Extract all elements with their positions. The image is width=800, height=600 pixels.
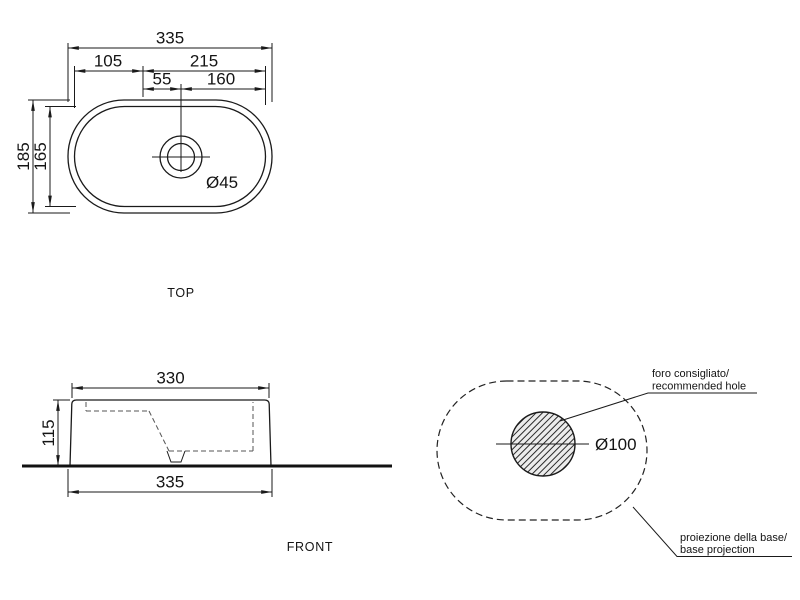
base-note-line2: base projection xyxy=(680,544,755,556)
dim-drain-right-label: 160 xyxy=(207,70,235,89)
hole-note-leader xyxy=(559,392,757,422)
dim-left-offset-label: 105 xyxy=(94,52,122,71)
front-view: 330 115 335 FRONT xyxy=(22,369,392,554)
dim-base-width-label: 335 xyxy=(156,473,184,492)
dim-top-width-label: 330 xyxy=(156,369,184,388)
top-view: 335 105 215 55 160 185 165 Ø45 TOP xyxy=(14,29,273,300)
front-view-extension-lines xyxy=(53,383,273,497)
drain-outlet-profile xyxy=(166,450,186,463)
base-note-line1: proiezione della base/ xyxy=(680,532,788,544)
front-view-label: FRONT xyxy=(287,540,334,554)
dim-overall-depth-label: 185 xyxy=(14,142,33,170)
base-projection-outline xyxy=(436,380,648,521)
base-note-leader xyxy=(632,506,792,557)
basin-interior-hidden-lines xyxy=(85,402,254,452)
basin-inner-outline xyxy=(73,105,267,208)
base-projection-view: Ø100 foro consigliato/ recommended hole … xyxy=(436,368,792,557)
dim-overall-width-label: 335 xyxy=(156,29,184,48)
dim-inner-depth-label: 165 xyxy=(31,142,50,170)
drain-centerlines xyxy=(152,84,210,172)
dim-drain-left-label: 55 xyxy=(153,70,172,89)
drain-diameter-label: Ø45 xyxy=(206,173,238,192)
basin-outer-outline xyxy=(67,99,273,214)
basin-front-profile xyxy=(69,399,272,467)
dim-right-span-label: 215 xyxy=(190,52,218,71)
top-view-label: TOP xyxy=(167,286,195,300)
hole-diameter-label: Ø100 xyxy=(595,435,637,454)
hole-note-line1: foro consigliato/ xyxy=(652,368,730,380)
dim-height-label: 115 xyxy=(39,419,58,446)
hole-note-line2: recommended hole xyxy=(652,381,746,393)
top-view-extension-lines xyxy=(28,43,273,214)
